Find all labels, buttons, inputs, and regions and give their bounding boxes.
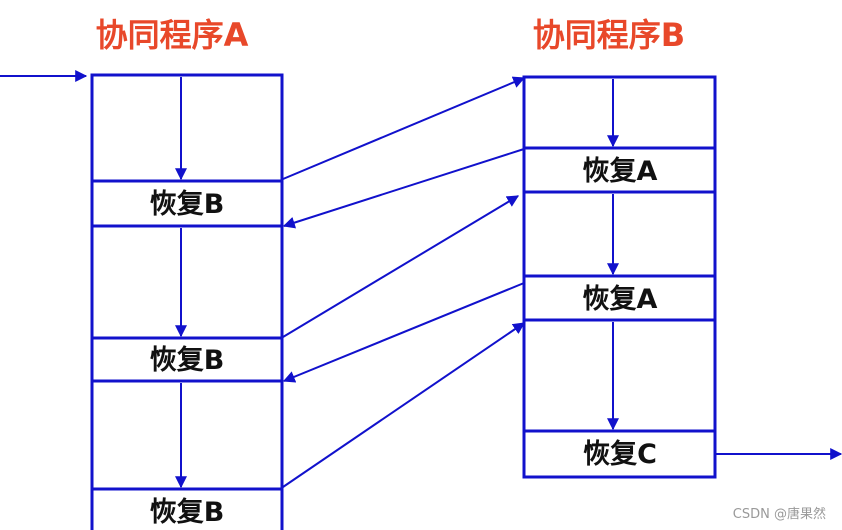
resume-b-label-2: 恢复B [150, 345, 225, 376]
resume-b-label-3: 恢复B [150, 497, 225, 528]
resume-a-label-1: 恢复A [583, 156, 658, 187]
resume-a-label-2: 恢复A [583, 284, 658, 315]
resume-c-label: 恢复C [583, 439, 657, 470]
transfer-arrow-a-to-b-3 [282, 322, 525, 488]
watermark: CSDN @唐果然 [733, 506, 826, 522]
transfer-arrow-b-to-a-1 [282, 148, 525, 229]
transfer-arrow-a-to-b-2 [282, 195, 520, 338]
coroutine-b-title: 协同程序B [533, 16, 685, 54]
transfer-arrow-b-to-a-2 [282, 282, 525, 383]
coroutine-a-title: 协同程序A [96, 16, 249, 54]
resume-b-label-1: 恢复B [150, 189, 225, 220]
transfer-arrow-a-to-b-1 [282, 76, 526, 180]
coroutine-a-column [90, 73, 284, 530]
